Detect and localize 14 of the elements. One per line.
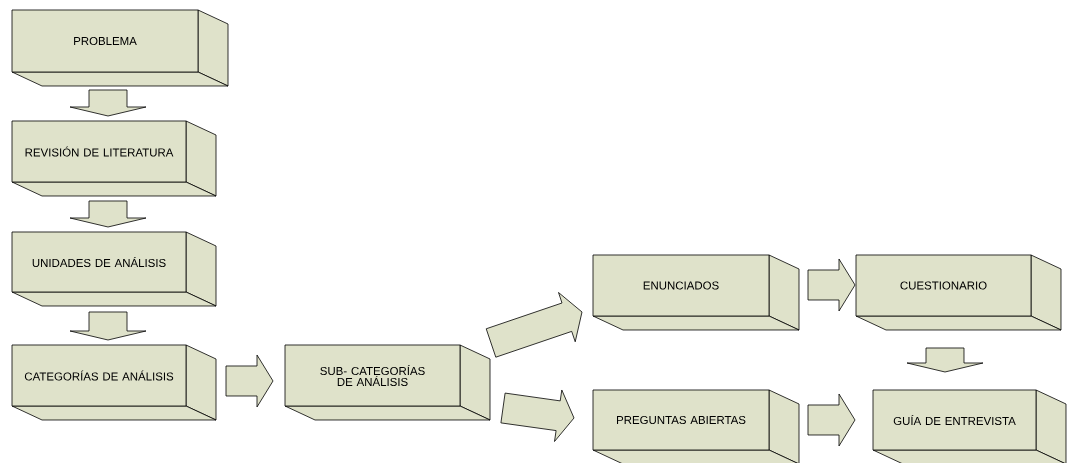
block-arrow [807,393,856,447]
box-3d: CUESTIONARIO [855,254,1062,331]
box-3d: CATEGORÍAS DE ANÁLISIS [11,344,217,421]
box-3d: PROBLEMA [11,9,229,87]
block-arrow [500,389,575,442]
box-3d: SUB- CATEGORÍAS DE ANÁLISIS [284,344,491,421]
block-arrow [485,292,583,358]
box-3d: REVISIÓN DE LITERATURA [11,120,217,197]
block-arrow [225,354,274,408]
box-3d: GUÍA DE ENTREVISTA [872,389,1067,463]
box-3d: PREGUNTAS ABIERTAS [592,389,800,463]
box-3d: ENUNCIADOS [592,254,800,331]
block-arrow [807,258,856,312]
box-3d: UNIDADES DE ANÁLISIS [11,231,217,307]
